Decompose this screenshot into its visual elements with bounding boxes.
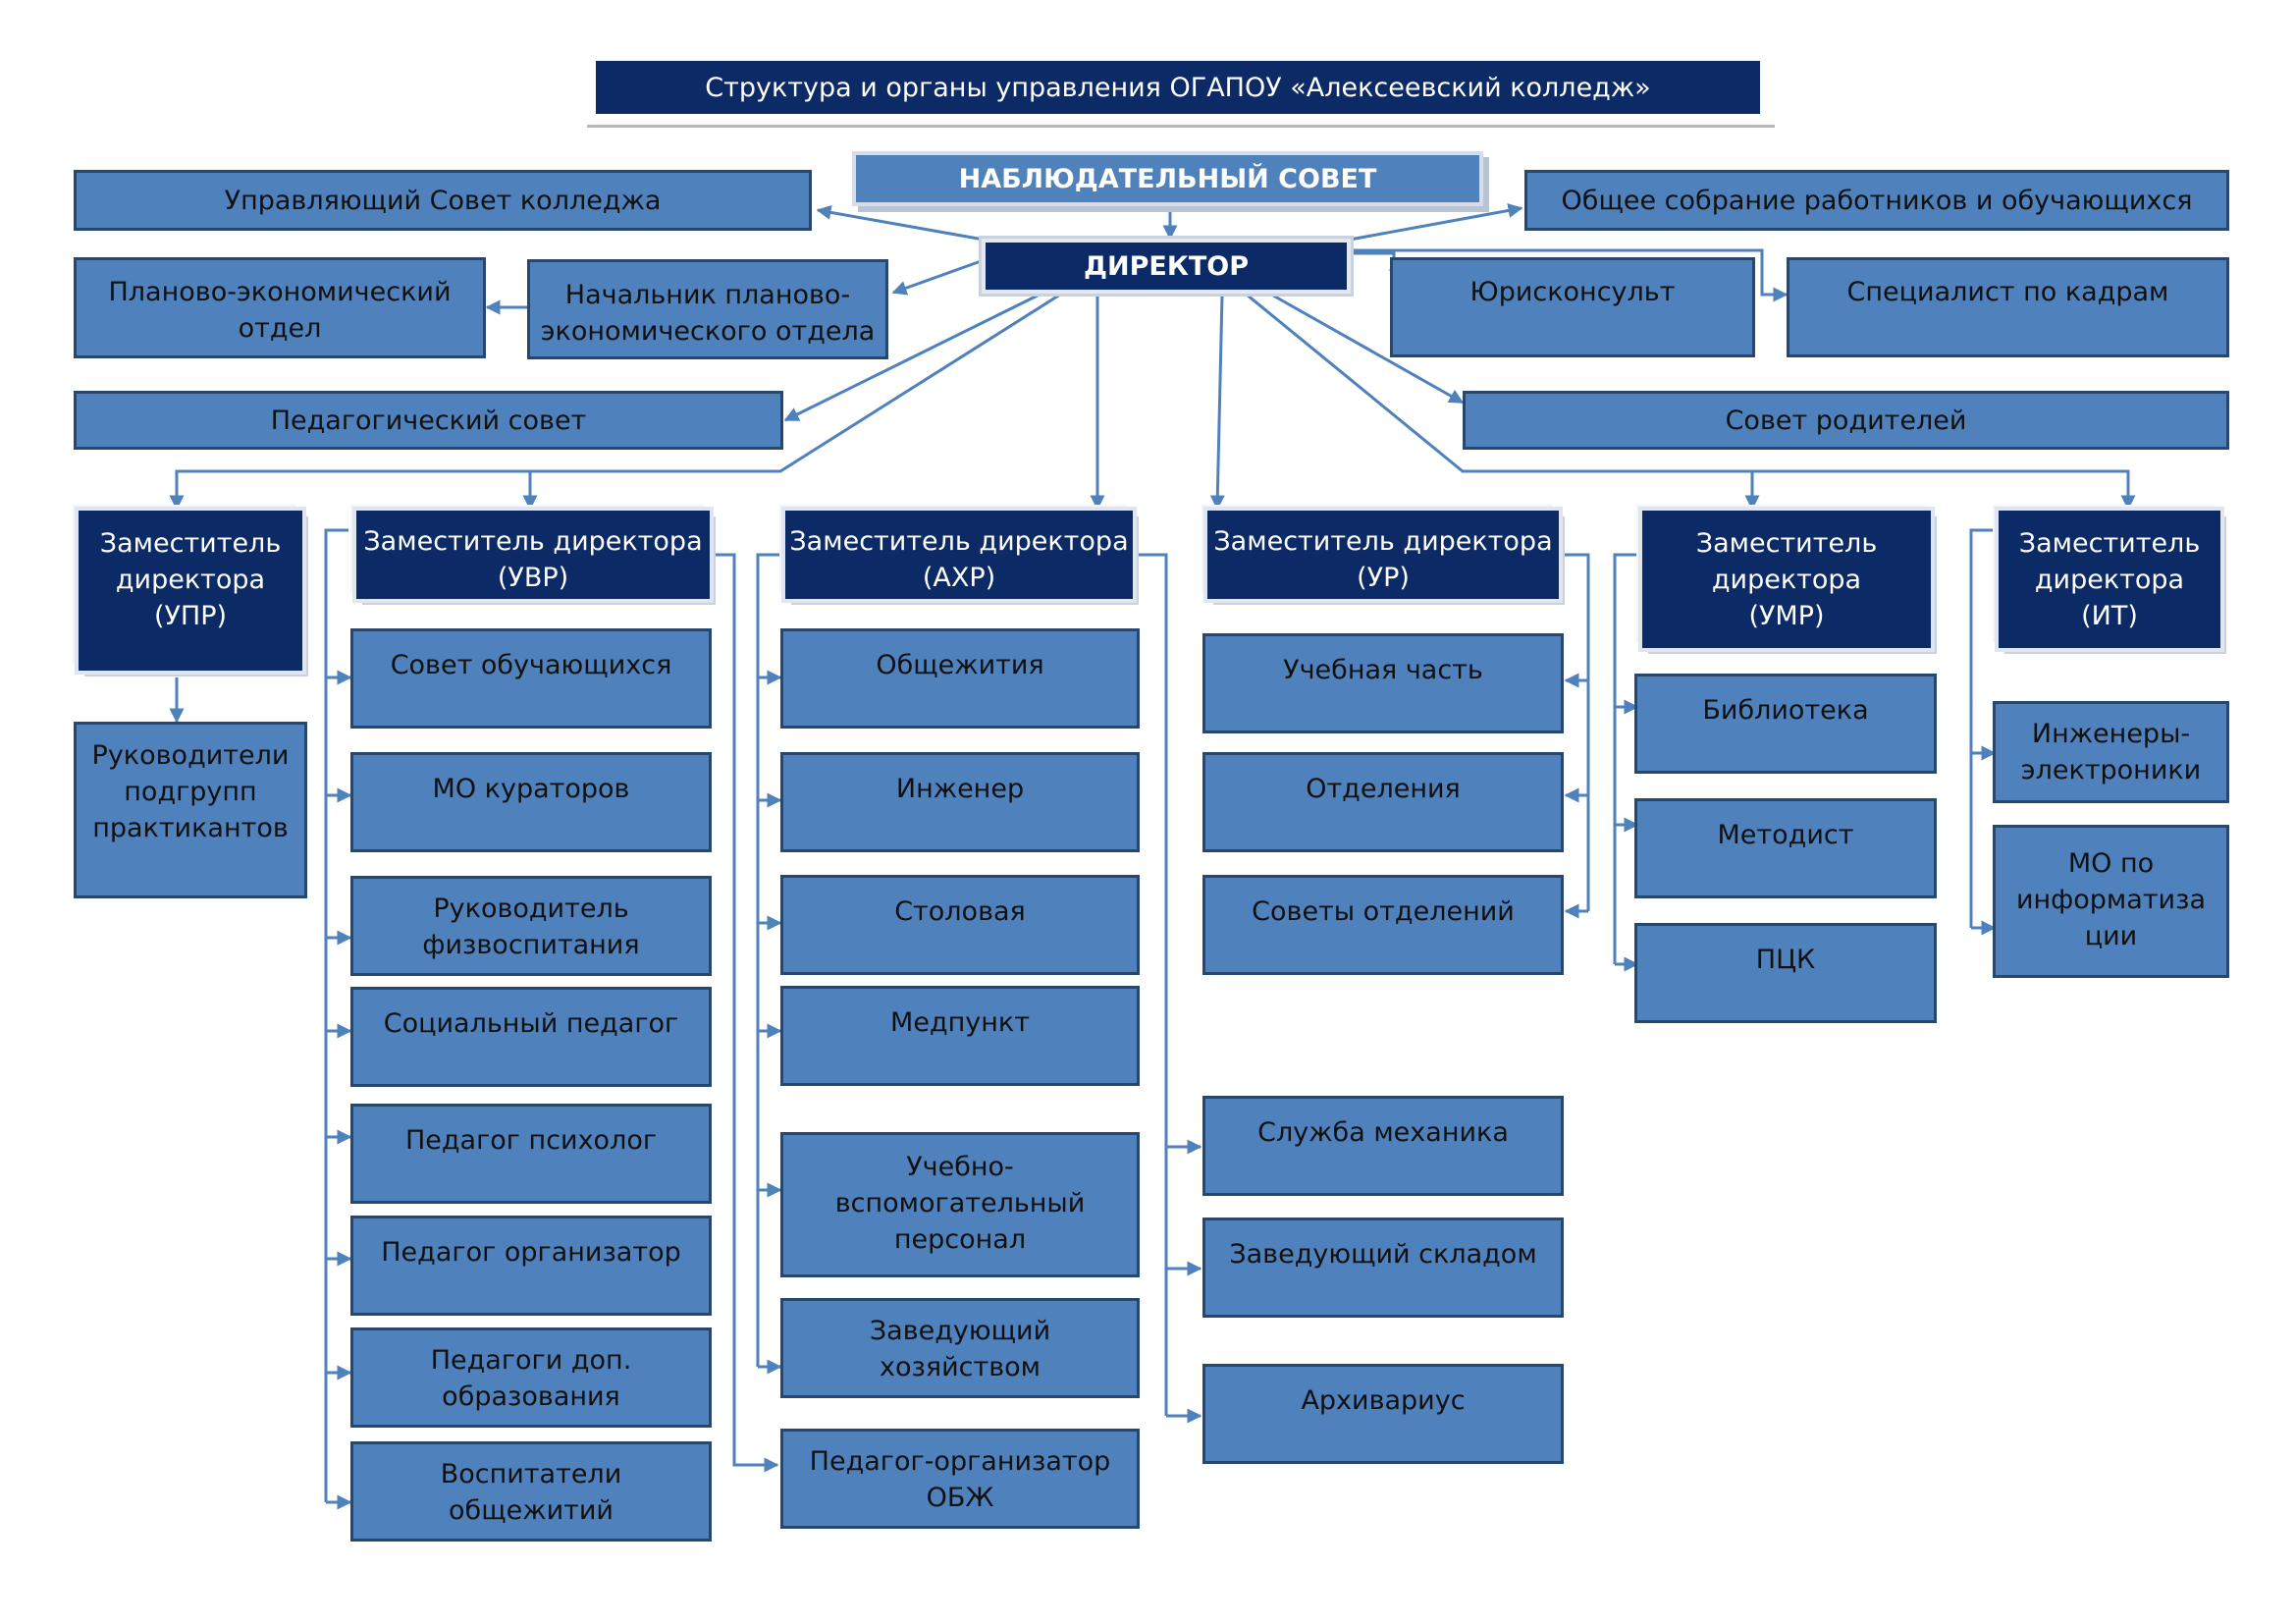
deputy-ahr-label: Заместитель директора (АХР) — [789, 526, 1129, 593]
ahr-item-box: Педагог-организатор ОБЖ — [780, 1429, 1140, 1529]
ur-item-label: Учебная часть — [1283, 655, 1483, 685]
plan-otdel-label: Планово-экономический отдел — [108, 277, 452, 344]
plan-otdel-box: Планово-экономический отдел — [74, 257, 486, 358]
upr-item-label: Руководители подгрупп практикантов — [91, 740, 290, 843]
ahr-item-label: Инженер — [895, 774, 1025, 804]
uvr-item-box: Педагог психолог — [350, 1104, 712, 1204]
obshee-sobranie-box: Общее собрание работников и обучающихся — [1524, 170, 2229, 231]
deputy-uvr-box: Заместитель директора (УВР) — [352, 507, 714, 603]
umr-item-label: ПЦК — [1755, 945, 1816, 975]
ahr-item-box: Медпункт — [780, 986, 1140, 1086]
nach-plan-label: Начальник планово- экономического отдела — [540, 280, 876, 347]
ahr-item-label: Педагог-организатор ОБЖ — [809, 1446, 1111, 1513]
uvr-item-label: Руководитель физвоспитания — [422, 893, 640, 960]
nabl-sovet-label: НАБЛЮДАТЕЛЬНЫЙ СОВЕТ — [958, 163, 1377, 194]
uvr-item-box: Совет обучающихся — [350, 628, 712, 729]
service-item-label: Заведующий складом — [1229, 1239, 1537, 1270]
upr-item-box: Руководители подгрупп практикантов — [74, 722, 307, 898]
umr-item-label: Библиотека — [1702, 695, 1869, 726]
service-item-box: Заведующий складом — [1202, 1218, 1564, 1318]
it-item-label: МО по информатиза ции — [2015, 848, 2207, 951]
upr-sovet-label: Управляющий Совет колледжа — [224, 185, 662, 216]
uvr-item-label: Педагог организатор — [381, 1237, 681, 1268]
uvr-item-box: Педагоги доп. образования — [350, 1327, 712, 1428]
sovet-roditeley-label: Совет родителей — [1725, 405, 1967, 436]
umr-item-box: Библиотека — [1634, 674, 1937, 774]
it-item-box: МО по информатиза ции — [1993, 825, 2229, 978]
it-item-label: Инженеры- электроники — [2020, 719, 2202, 785]
it-item-box: Инженеры- электроники — [1993, 701, 2229, 803]
sovet-roditeley-box: Совет родителей — [1463, 391, 2229, 450]
upr-sovet-box: Управляющий Совет колледжа — [74, 170, 812, 231]
deputy-uvr-label: Заместитель директора (УВР) — [363, 526, 703, 593]
director-box: ДИРЕКТОР — [982, 239, 1351, 294]
ahr-item-box: Заведующий хозяйством — [780, 1298, 1140, 1398]
ahr-item-box: Инженер — [780, 752, 1140, 852]
uvr-item-box: Воспитатели общежитий — [350, 1441, 712, 1542]
uvr-item-label: Социальный педагог — [383, 1008, 679, 1039]
uvr-item-label: Совет обучающихся — [390, 650, 672, 680]
director-label: ДИРЕКТОР — [1083, 250, 1250, 282]
deputy-it-label: Заместитель директора (ИТ) — [2018, 528, 2201, 631]
ahr-item-label: Медпункт — [890, 1007, 1030, 1038]
ahr-item-box: Общежития — [780, 628, 1140, 729]
service-item-label: Архивариус — [1301, 1385, 1466, 1416]
kadry-box: Специалист по кадрам — [1787, 257, 2229, 357]
ur-item-box: Советы отделений — [1202, 875, 1564, 975]
ahr-item-label: Столовая — [894, 896, 1026, 927]
ahr-item-label: Учебно- вспомогательный персонал — [834, 1152, 1086, 1255]
deputy-it-box: Заместитель директора (ИТ) — [1995, 507, 2224, 652]
ahr-item-label: Общежития — [876, 650, 1044, 680]
ur-item-box: Отделения — [1202, 752, 1564, 852]
yuriskonsult-label: Юрисконсульт — [1469, 277, 1676, 307]
deputy-ur-box: Заместитель директора (УР) — [1203, 507, 1563, 603]
uvr-item-box: Руководитель физвоспитания — [350, 876, 712, 976]
deputy-umr-label: Заместитель директора (УМР) — [1695, 528, 1878, 631]
nach-plan-box: Начальник планово- экономического отдела — [527, 259, 888, 359]
uvr-item-label: Педагоги доп. образования — [430, 1345, 632, 1412]
umr-item-box: Методист — [1634, 798, 1937, 898]
kadry-label: Специалист по кадрам — [1846, 277, 2169, 307]
yuriskonsult-box: Юрисконсульт — [1390, 257, 1755, 357]
page-title-text: Структура и органы управления ОГАПОУ «Ал… — [705, 72, 1651, 103]
ahr-item-box: Учебно- вспомогательный персонал — [780, 1132, 1140, 1277]
uvr-item-label: МО кураторов — [432, 774, 630, 804]
uvr-item-label: Педагог психолог — [404, 1125, 658, 1156]
ped-sovet-label: Педагогический совет — [270, 405, 587, 436]
ped-sovet-box: Педагогический совет — [74, 391, 783, 450]
title-divider — [587, 125, 1775, 128]
obshee-sobranie-label: Общее собрание работников и обучающихся — [1561, 185, 2193, 216]
deputy-upr-box: Заместитель директора (УПР) — [75, 507, 306, 675]
page-title: Структура и органы управления ОГАПОУ «Ал… — [596, 61, 1760, 114]
deputy-ahr-box: Заместитель директора (АХР) — [781, 507, 1137, 603]
service-item-label: Служба механика — [1257, 1117, 1509, 1148]
nabl-sovet-box: НАБЛЮДАТЕЛЬНЫЙ СОВЕТ — [852, 151, 1483, 206]
uvr-item-label: Воспитатели общежитий — [440, 1459, 622, 1526]
ahr-item-box: Столовая — [780, 875, 1140, 975]
uvr-item-box: Социальный педагог — [350, 987, 712, 1087]
uvr-item-box: МО кураторов — [350, 752, 712, 852]
service-item-box: Служба механика — [1202, 1096, 1564, 1196]
deputy-upr-label: Заместитель директора (УПР) — [99, 528, 282, 631]
uvr-item-box: Педагог организатор — [350, 1216, 712, 1316]
ur-item-box: Учебная часть — [1202, 633, 1564, 733]
deputy-ur-label: Заместитель директора (УР) — [1213, 526, 1553, 593]
ur-item-label: Советы отделений — [1252, 896, 1515, 927]
umr-item-box: ПЦК — [1634, 923, 1937, 1023]
deputy-umr-box: Заместитель директора (УМР) — [1638, 507, 1935, 652]
service-item-box: Архивариус — [1202, 1364, 1564, 1464]
ur-item-label: Отделения — [1306, 774, 1461, 804]
ahr-item-label: Заведующий хозяйством — [869, 1316, 1051, 1382]
umr-item-label: Методист — [1717, 820, 1854, 850]
